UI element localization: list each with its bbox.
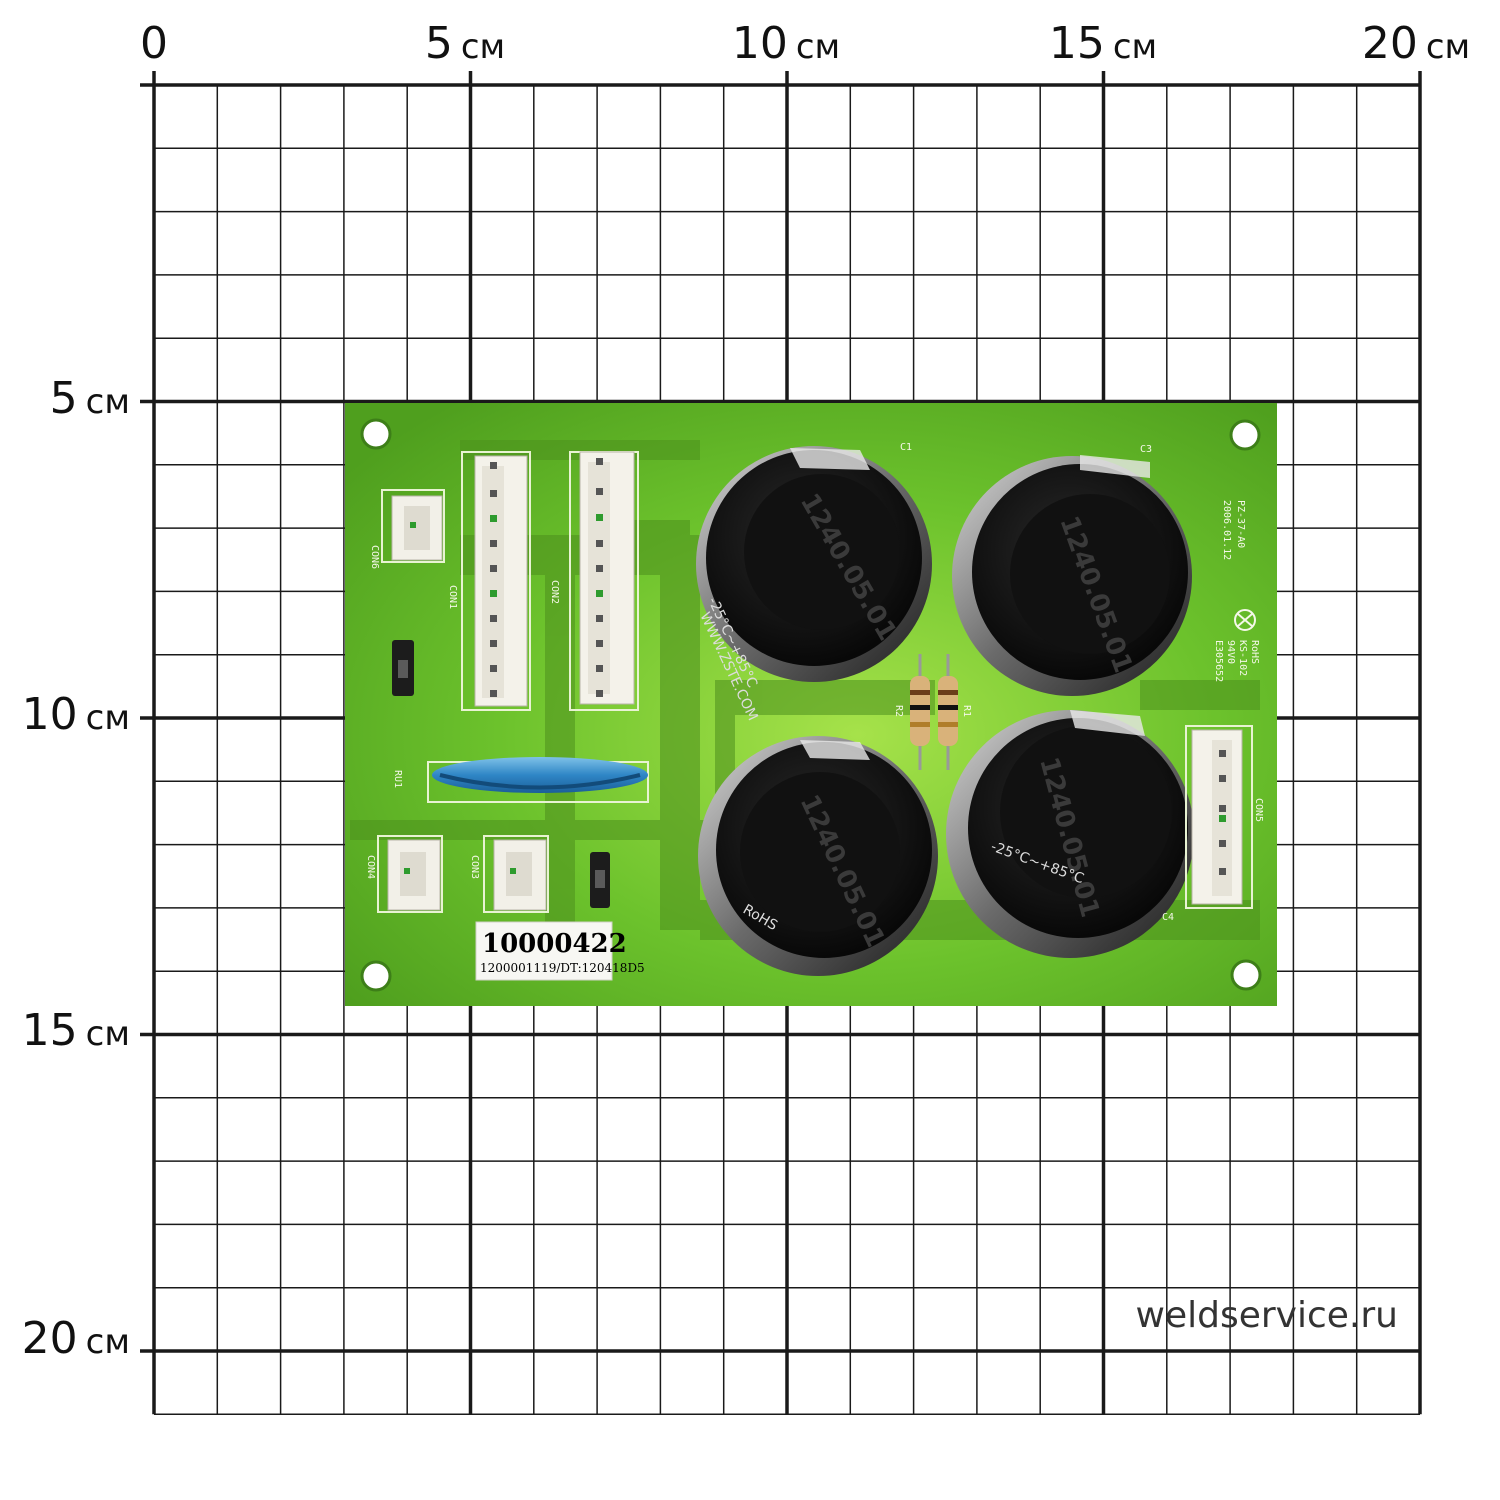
connector-pins — [490, 462, 497, 697]
label-con3: CON3 — [469, 855, 480, 879]
connector-con5: CON5 — [1185, 725, 1264, 909]
capacitor-c1: 1240.05.01 -25°C~+85°C WWW.ZSTE.COM C1 — [696, 442, 932, 723]
resistor-r2: R2 — [893, 654, 930, 770]
silk-cert2: E305652 — [1213, 640, 1224, 682]
silk-rohs: RoHS — [1249, 640, 1260, 664]
label-r2: R2 — [893, 705, 904, 717]
connector-con6: CON6 — [369, 489, 445, 569]
jumper-component — [392, 640, 414, 696]
label-con5: CON5 — [1253, 798, 1264, 822]
silk-cert1: 94V0 — [1225, 640, 1236, 664]
label-con4: CON4 — [365, 855, 376, 879]
varistor-ru1: RU1 — [392, 757, 649, 803]
jumper-component — [590, 852, 610, 908]
silk-model: PZ-37-A0 — [1235, 500, 1246, 548]
mount-hole — [1229, 419, 1261, 451]
resistor-r1: R1 — [938, 654, 972, 770]
sticker-detail: 1200001119/DT:120418D5 — [480, 961, 645, 975]
connector-con2: CON2 — [549, 451, 639, 711]
label-ru1: RU1 — [392, 770, 403, 788]
connector-con3: CON3 — [469, 835, 549, 913]
capacitor-c3: 1240.05.01 C3 — [952, 444, 1192, 696]
connector-con4: CON4 — [365, 835, 443, 913]
label-con1: CON1 — [447, 585, 458, 609]
mount-hole — [360, 418, 392, 450]
ks-logo-icon — [1234, 609, 1256, 631]
sticker-code: 10000422 — [482, 929, 627, 959]
label-c4: C4 — [1162, 912, 1174, 923]
top-label-0: 0 — [140, 18, 168, 69]
mount-hole — [360, 960, 392, 992]
label-r1: R1 — [961, 705, 972, 717]
silk-date: 2006.01.12 — [1221, 500, 1232, 560]
label-con2: CON2 — [549, 580, 560, 604]
silkscreen-info: PZ-37-A0 2006.01.12 RoHS KS-102 94V0 E30… — [1213, 500, 1260, 682]
capacitor-c4: 1240.05.01 -25°C~+85°C C4 — [946, 710, 1194, 958]
watermark-text: weldservice.ru — [1136, 1295, 1398, 1336]
connector-con1: CON1 — [447, 451, 531, 711]
connector-pins — [1219, 750, 1226, 875]
connector-pins — [596, 458, 603, 697]
pcb-board: CON6 CON1 — [345, 403, 1277, 1006]
capacitor-bottom-left: 1240.05.01 RoHS — [698, 736, 938, 976]
mount-hole — [1230, 959, 1262, 991]
silk-maker: KS-102 — [1237, 640, 1248, 676]
label-c3: C3 — [1140, 444, 1152, 455]
label-con6: CON6 — [369, 545, 380, 569]
serial-sticker: 10000422 1200001119/DT:120418D5 — [475, 921, 645, 981]
label-c1: C1 — [900, 442, 912, 453]
